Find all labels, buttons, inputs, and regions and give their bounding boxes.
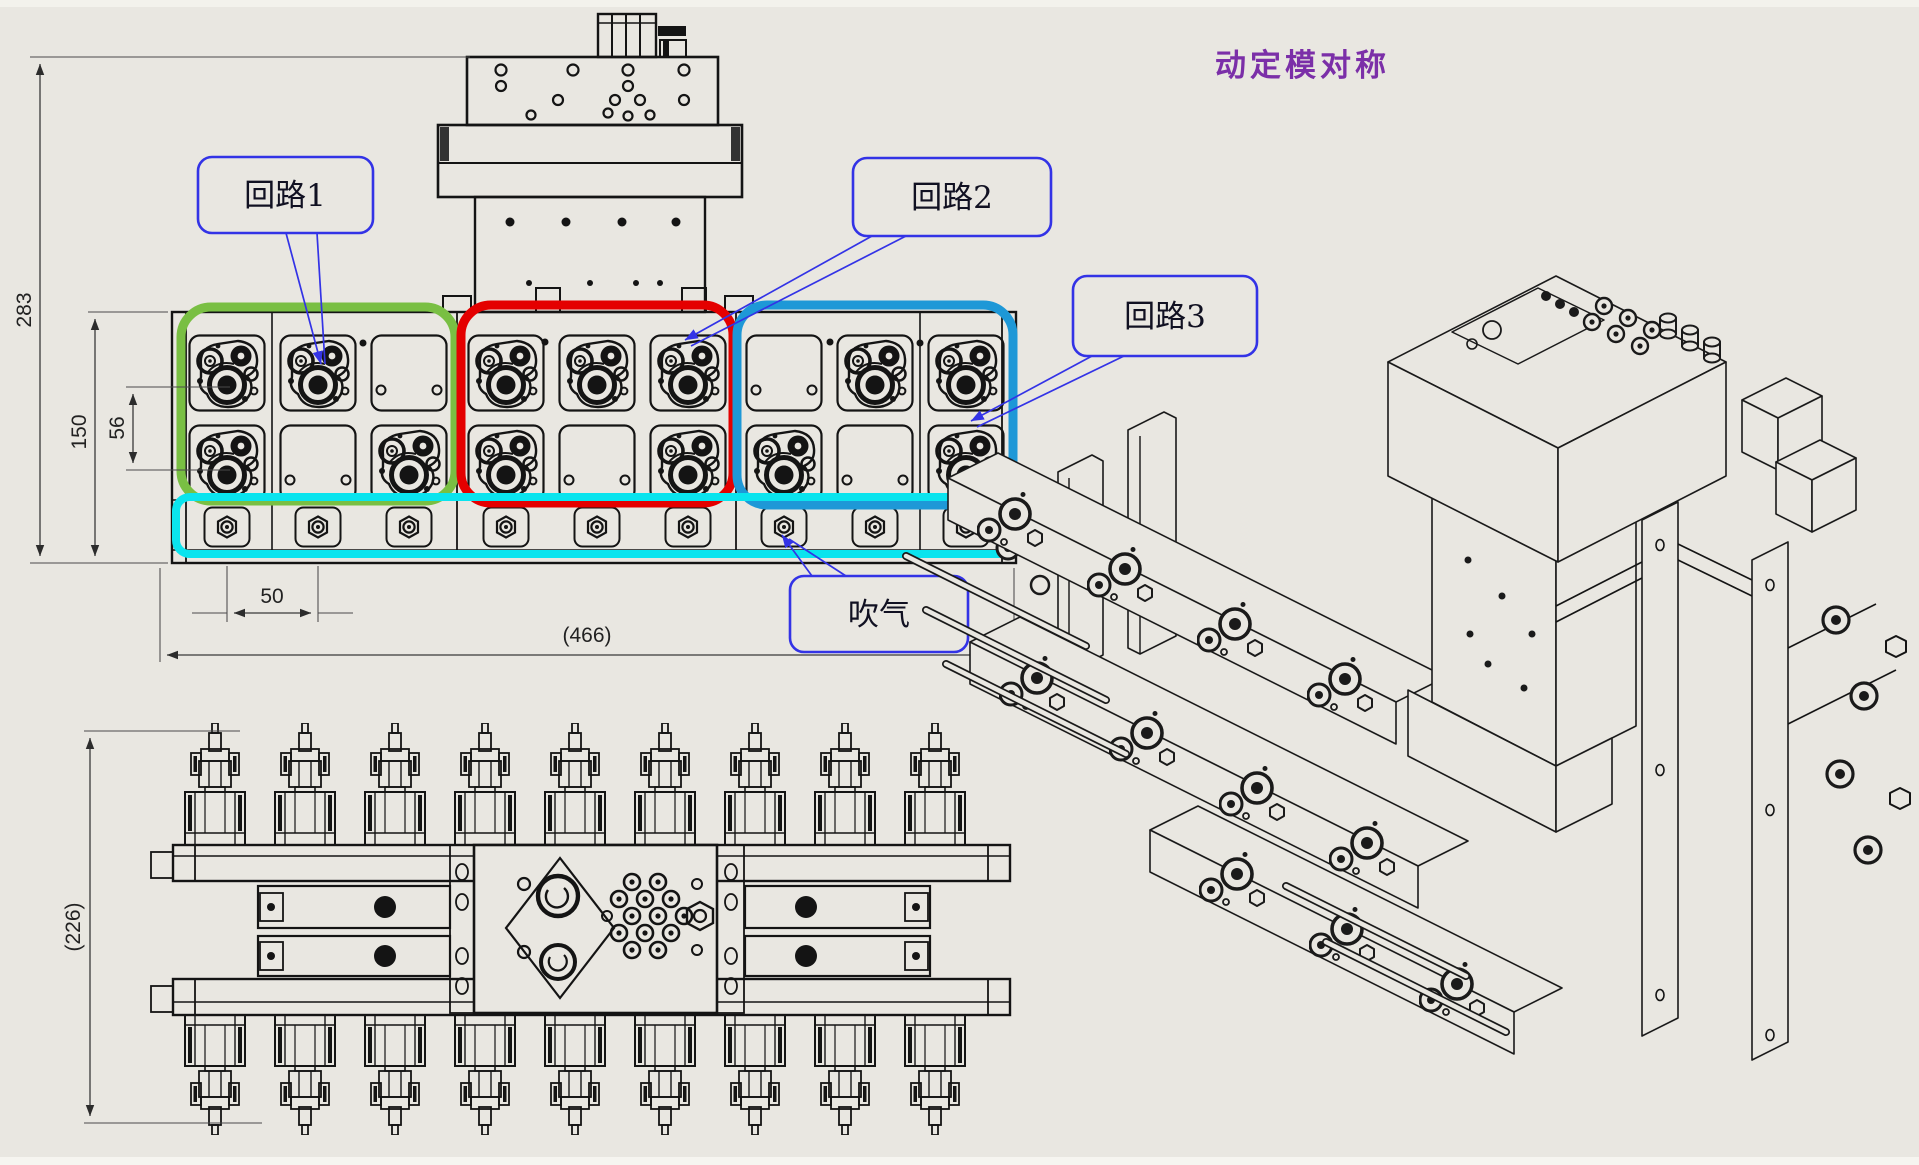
manifold-body bbox=[170, 295, 1018, 565]
plan-valve bbox=[814, 723, 876, 846]
valve-pad bbox=[929, 336, 1004, 411]
plan-valve bbox=[544, 723, 606, 846]
empty-pad bbox=[279, 424, 357, 502]
iso-column-holes bbox=[1464, 556, 1536, 692]
dim-row-pitch: 56 bbox=[106, 386, 230, 471]
dim-label: 50 bbox=[260, 585, 283, 608]
plan-tie-bars bbox=[256, 884, 932, 978]
valve-pad bbox=[469, 426, 544, 501]
plan-valve bbox=[364, 1012, 426, 1135]
dim-label: (466) bbox=[562, 624, 611, 647]
valve-pad bbox=[469, 336, 544, 411]
blow-fitting bbox=[573, 506, 621, 548]
blow-fitting bbox=[482, 506, 530, 548]
plan-valve bbox=[814, 1012, 876, 1135]
blow-fitting bbox=[203, 506, 251, 548]
callout-label: 吹气 bbox=[848, 597, 910, 633]
plan-valve bbox=[454, 723, 516, 846]
front-view: 283 150 56 50 (466) bbox=[13, 12, 1018, 662]
bolt-holes bbox=[494, 63, 691, 122]
dim-block-height: 150 bbox=[68, 311, 168, 557]
port-cluster bbox=[601, 872, 715, 960]
valve-pad bbox=[281, 336, 356, 411]
plan-valve bbox=[724, 723, 786, 846]
dim-plan-depth: (226) bbox=[62, 730, 262, 1124]
iso-guide-rods-lower bbox=[1282, 882, 1510, 1036]
circuit-3-region bbox=[732, 300, 1018, 510]
iso-right-fittings bbox=[1787, 603, 1911, 865]
valve-pad bbox=[190, 426, 265, 501]
isometric-view bbox=[902, 275, 1911, 1061]
top-margin-strip bbox=[0, 0, 1919, 7]
callout-box bbox=[851, 156, 1053, 238]
iso-fitting-cluster bbox=[1541, 291, 1721, 364]
iso-guide-rods bbox=[902, 552, 1130, 758]
plan-valve bbox=[184, 1012, 246, 1135]
dim-port-pitch: 50 bbox=[192, 566, 353, 622]
plan-valve bbox=[634, 1012, 696, 1135]
callout-blow-air: 吹气 bbox=[781, 534, 970, 654]
bottom-margin-strip bbox=[0, 1157, 1919, 1165]
callout-circuit-3: 回路3 bbox=[970, 274, 1259, 428]
valve-pad bbox=[372, 426, 447, 501]
blow-fitting bbox=[385, 506, 433, 548]
callout-circuit-2: 回路2 bbox=[684, 156, 1053, 347]
blow-fitting bbox=[760, 506, 808, 548]
gasket-diamond bbox=[504, 856, 616, 1000]
blow-fitting bbox=[294, 506, 342, 548]
callout-label: 回路3 bbox=[1124, 299, 1206, 335]
plan-valve bbox=[274, 1012, 336, 1135]
plan-valve bbox=[274, 723, 336, 846]
callout-label: 回路1 bbox=[244, 178, 326, 214]
column-holes bbox=[505, 217, 681, 286]
callout-box bbox=[1071, 274, 1259, 358]
callout-label: 回路2 bbox=[911, 180, 993, 216]
plan-valve bbox=[724, 1012, 786, 1135]
clamp-stack bbox=[436, 12, 744, 314]
plan-valves-top bbox=[184, 723, 966, 846]
valve-pad bbox=[560, 336, 635, 411]
symmetry-note: 动定模对称 bbox=[1215, 48, 1390, 84]
plan-valve bbox=[544, 1012, 606, 1135]
dim-label: 150 bbox=[68, 414, 91, 449]
plan-central-block bbox=[449, 843, 745, 1015]
valve-pad bbox=[651, 426, 726, 501]
callout-box bbox=[196, 155, 375, 235]
valve-pad bbox=[838, 336, 913, 411]
dim-overall-height: 283 bbox=[13, 56, 470, 564]
iso-gasket-groove bbox=[1451, 287, 1605, 365]
plan-valve bbox=[634, 723, 696, 846]
plan-view: (226) bbox=[62, 723, 1012, 1135]
dim-overall-width: (466) bbox=[159, 568, 1015, 662]
blow-fitting bbox=[664, 506, 712, 548]
empty-pad bbox=[370, 334, 448, 412]
plan-valve bbox=[904, 723, 966, 846]
dim-label: 56 bbox=[106, 416, 129, 439]
empty-pad bbox=[745, 334, 823, 412]
valve-pad bbox=[190, 336, 265, 411]
empty-pad bbox=[836, 424, 914, 502]
plan-valve bbox=[454, 1012, 516, 1135]
plan-valve bbox=[904, 1012, 966, 1135]
dim-label: (226) bbox=[62, 902, 85, 951]
plan-valves-bottom bbox=[184, 1012, 966, 1135]
empty-pad bbox=[558, 424, 636, 502]
iso-clamp-plates bbox=[1555, 501, 1789, 1061]
callout-circuit-1: 回路1 bbox=[196, 155, 375, 365]
valve-pad bbox=[747, 426, 822, 501]
plan-valve bbox=[364, 723, 426, 846]
blow-fitting bbox=[851, 506, 899, 548]
callout-box bbox=[788, 574, 970, 654]
dim-label: 283 bbox=[13, 292, 36, 327]
valve-pad bbox=[651, 336, 726, 411]
plan-valve bbox=[184, 723, 246, 846]
